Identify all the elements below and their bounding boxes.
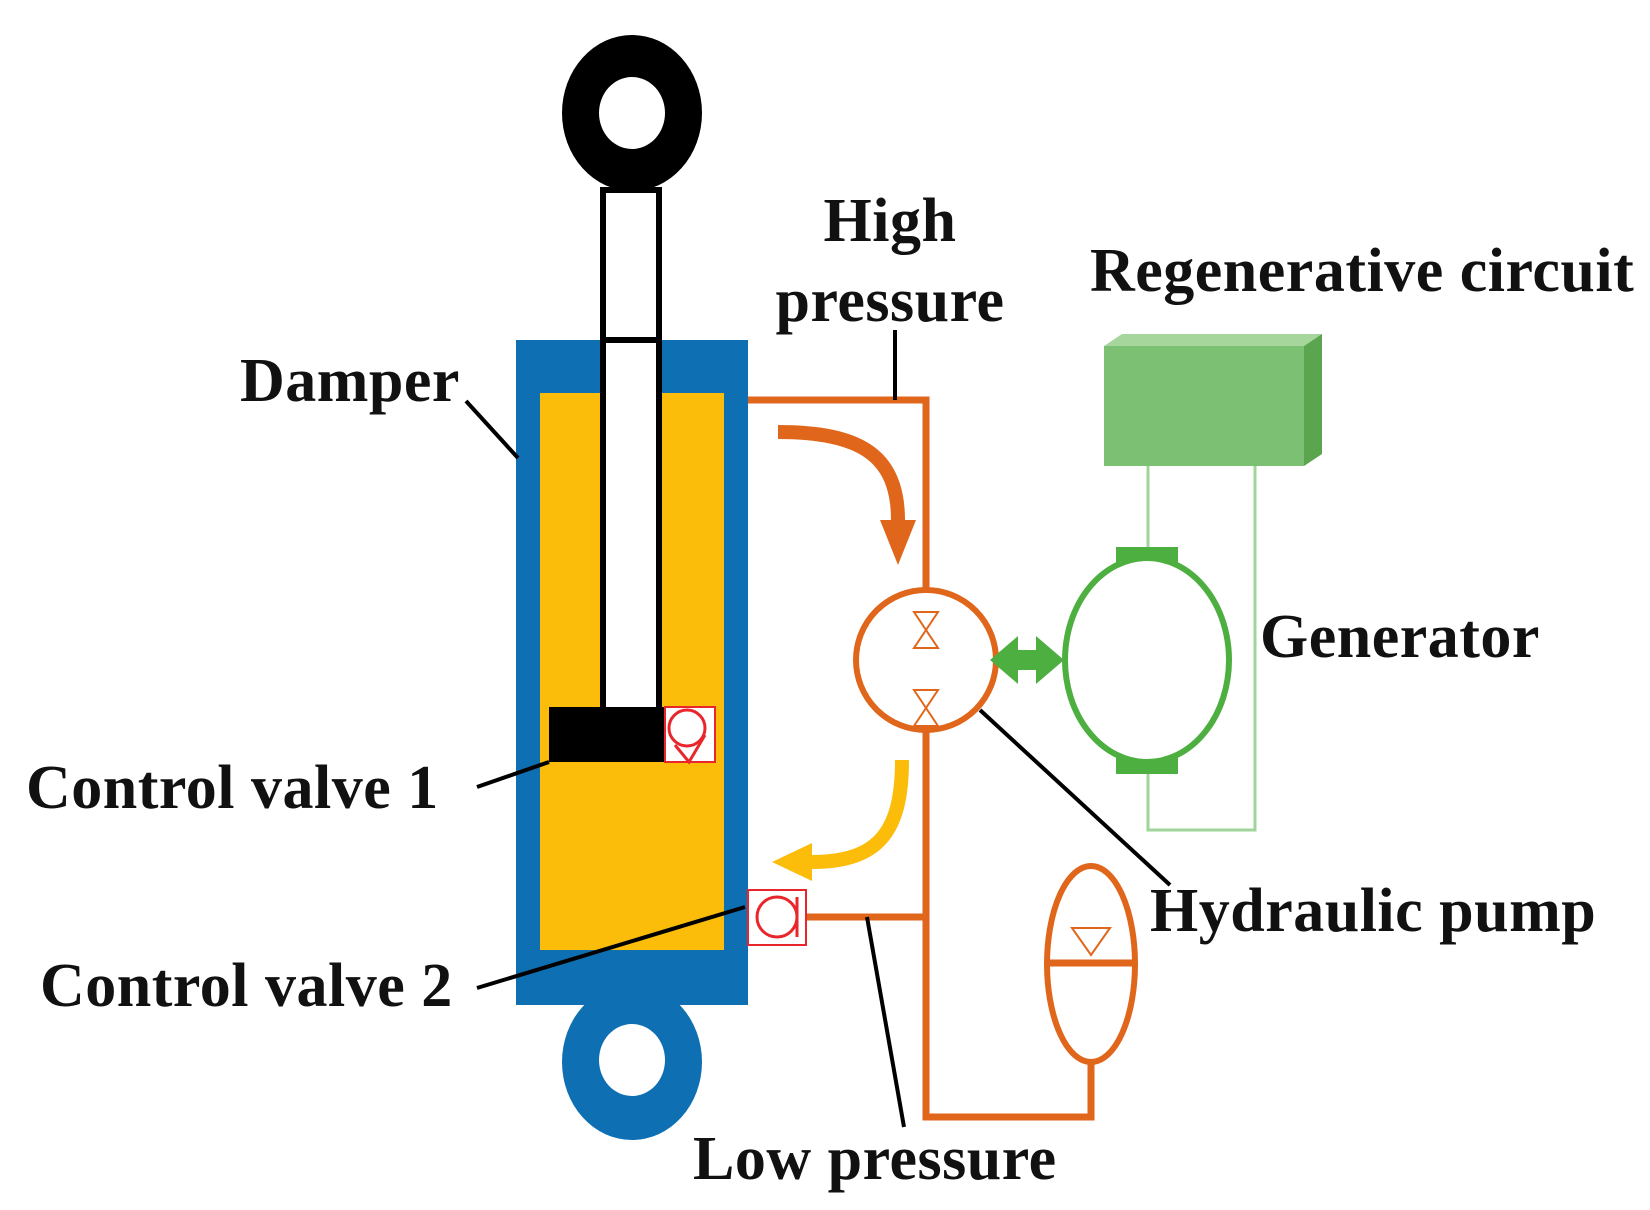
label-generator: Generator bbox=[1260, 603, 1540, 671]
regenerative-circuit-box bbox=[1104, 334, 1322, 466]
pump-generator-coupling-arrow bbox=[990, 636, 1064, 684]
accumulator-symbol bbox=[1044, 863, 1138, 1065]
label-high-pressure-line2: pressure bbox=[775, 267, 1005, 335]
label-low-pressure: Low pressure bbox=[693, 1125, 1057, 1193]
label-control-valve-2: Control valve 2 bbox=[40, 952, 453, 1020]
piston-rod-inner bbox=[600, 337, 662, 713]
regenerative-circuit-wires bbox=[1146, 466, 1257, 832]
leader-control-valve-2 bbox=[476, 905, 746, 990]
control-valve-2-symbol bbox=[747, 889, 807, 946]
label-control-valve-1: Control valve 1 bbox=[26, 754, 439, 822]
label-high-pressure-line1: High bbox=[823, 187, 957, 255]
generator-symbol bbox=[1062, 547, 1232, 774]
bottom-mount-eye bbox=[562, 984, 702, 1140]
label-regenerative-circuit: Regenerative circuit bbox=[1090, 237, 1635, 305]
leader-hydraulic-pump bbox=[978, 708, 1172, 887]
top-mount-eye bbox=[562, 35, 702, 191]
hydraulic-lines bbox=[748, 396, 1095, 1121]
piston-head bbox=[549, 707, 665, 762]
control-valve-1-symbol bbox=[664, 706, 716, 765]
hydraulic-pump-symbol bbox=[853, 587, 999, 733]
leader-control-valve-1 bbox=[476, 760, 550, 789]
label-damper: Damper bbox=[240, 347, 460, 415]
leader-damper bbox=[464, 399, 520, 460]
high-pressure-flow-arrow bbox=[777, 425, 916, 565]
leader-low-pressure bbox=[865, 916, 906, 1128]
low-pressure-flow-arrow bbox=[772, 759, 909, 881]
label-hydraulic-pump: Hydraulic pump bbox=[1150, 877, 1597, 945]
leader-lines bbox=[464, 330, 1172, 1128]
